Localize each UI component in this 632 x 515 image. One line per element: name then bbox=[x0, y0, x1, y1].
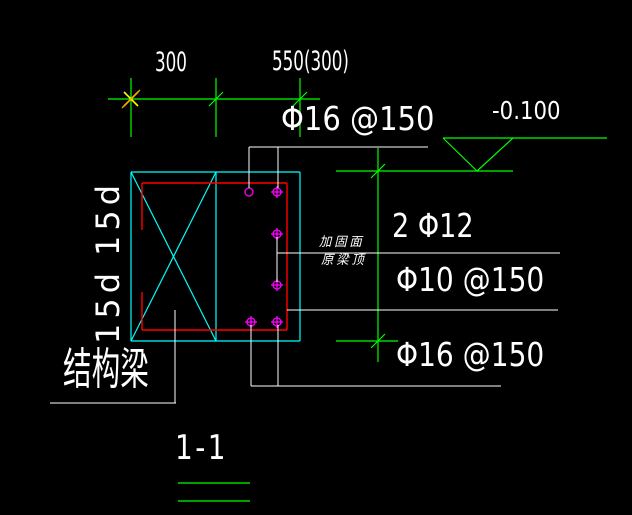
elevation-triangle-right bbox=[476, 137, 514, 172]
dimension-tick bbox=[370, 163, 386, 179]
dimension-tick bbox=[208, 91, 224, 107]
grip-tick bbox=[121, 89, 141, 109]
side-rebar-label: 2 Φ12 bbox=[392, 206, 474, 245]
dimension-tick bbox=[370, 333, 386, 349]
section-title: 1-1 bbox=[175, 428, 228, 468]
interface-label-above: 加固面 bbox=[319, 235, 365, 250]
elevation-label: -0.100 bbox=[492, 96, 561, 125]
dimension-tick bbox=[292, 91, 308, 107]
rebar-marker bbox=[271, 186, 283, 198]
anchorage-label-upper: 15d bbox=[89, 179, 127, 257]
interface-label-below: 原梁顶 bbox=[321, 253, 367, 268]
beam-outline bbox=[130, 171, 301, 342]
dimension-label-300: 300 bbox=[155, 47, 187, 78]
beam-label: 结构梁 bbox=[63, 344, 149, 395]
anchorage-label-lower: 15d bbox=[89, 267, 127, 345]
dimension-label-550-300: 550(300) bbox=[272, 46, 349, 77]
dimension-lines bbox=[108, 78, 607, 502]
leader-lines bbox=[50, 146, 560, 404]
elevation-triangle-left bbox=[442, 137, 478, 172]
bottom-rebar-label: Φ16 @150 bbox=[396, 335, 545, 374]
stirrup-outline bbox=[141, 182, 288, 331]
stirrup-label: Φ10 @150 bbox=[396, 260, 545, 299]
top-rebar-label: Φ16 @150 bbox=[281, 99, 435, 138]
rebar-marker bbox=[244, 187, 254, 197]
rebar-marker bbox=[271, 316, 283, 328]
x-brace-diagonal bbox=[130, 171, 217, 342]
